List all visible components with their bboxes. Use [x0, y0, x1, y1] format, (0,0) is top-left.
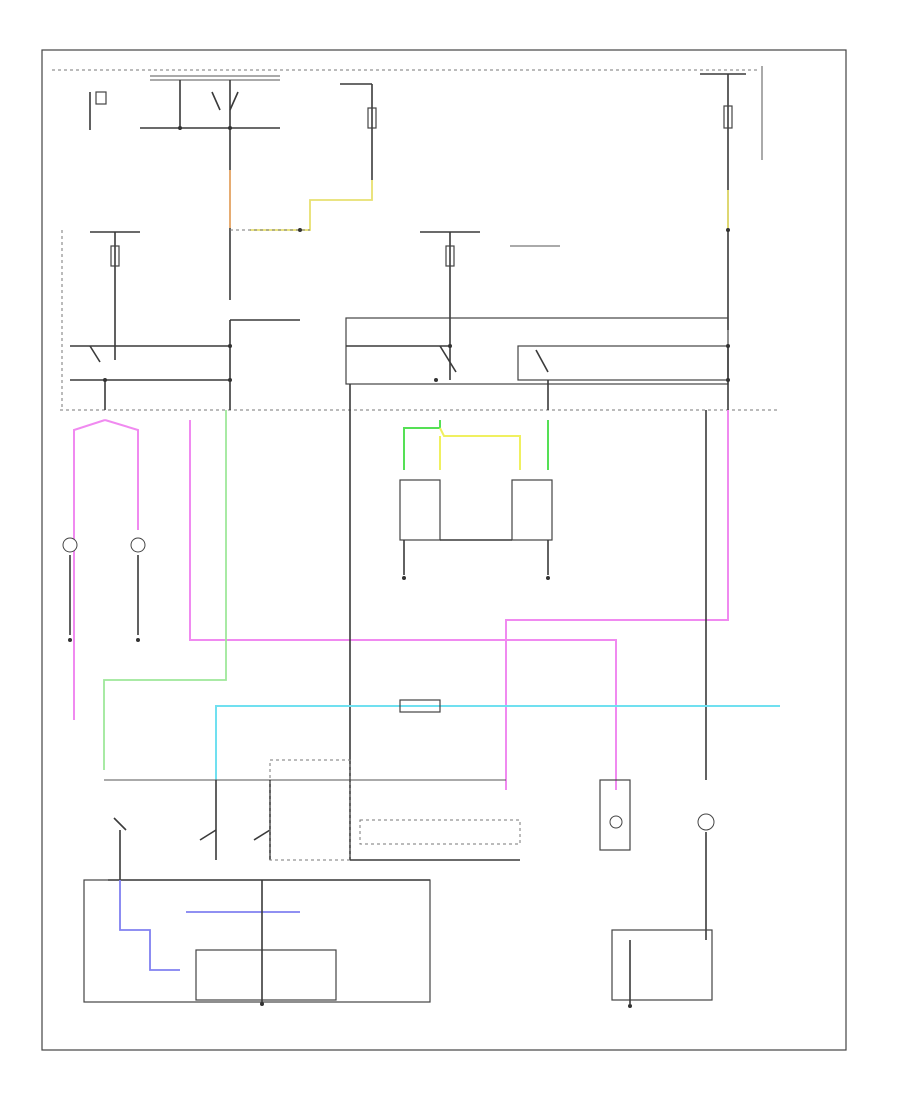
headlight-relay-right: [517, 344, 730, 410]
low-beam-headlights: [399, 420, 553, 580]
headlight-relay-left: [70, 319, 300, 410]
fuse-right-stack: [700, 66, 763, 330]
left-headlight-fuse: [90, 231, 140, 360]
right-headlight-fuse: [420, 231, 560, 380]
wire-green-left: [103, 410, 227, 770]
left-headlight-group: [62, 419, 146, 720]
diagram-frame: [41, 49, 847, 1051]
left-high-beam-lamp: [62, 537, 78, 553]
fuse-connector-middle: [230, 83, 377, 232]
indicator-lamp-right: [697, 813, 715, 831]
indicator-lights-right: [599, 779, 715, 1008]
combination-switch-block: [83, 759, 521, 1006]
right-high-beam-lamp: [130, 537, 146, 553]
wire-pink-left-long: [189, 420, 617, 790]
inline-connector-cyan: [399, 699, 441, 713]
wire-cyan-main: [215, 705, 780, 780]
multiplex-control-unit: [83, 879, 431, 1003]
dimmer-relay-center: [345, 317, 729, 410]
